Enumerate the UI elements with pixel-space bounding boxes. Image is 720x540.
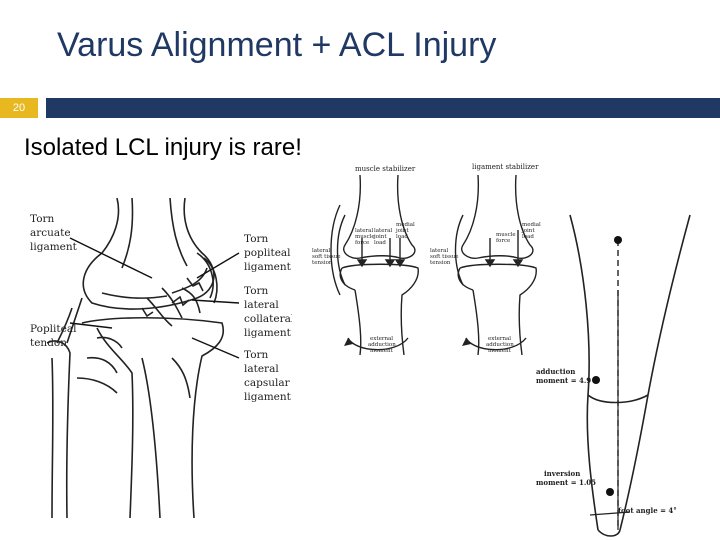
title-ligament-stabilizer: ligament stabilizer	[472, 163, 539, 171]
lbl-r-external-2: adduction	[486, 342, 514, 348]
lbl-r-external-3: moment	[488, 348, 512, 354]
label-torn-capsular-2: lateral	[244, 363, 279, 375]
label-torn-popliteal-2: popliteal	[244, 247, 291, 259]
label-torn-lcl-4: ligament	[244, 327, 292, 339]
label-torn-capsular-4: ligament	[244, 391, 292, 403]
label-torn-arcuate-2: arcuate	[30, 227, 71, 239]
lbl-r-medial-1: medial	[522, 222, 541, 228]
label-torn-popliteal-3: ligament	[244, 261, 292, 273]
lbl-lateral-soft-2: soft tissue	[312, 254, 341, 260]
lbl-r-medial-3: load	[522, 234, 534, 240]
lbl-lateral-joint-2: joint	[373, 234, 387, 240]
knee-injury-illustration: Torn arcuate ligament Torn popliteal lig…	[30, 198, 292, 518]
lbl-external-3: moment	[370, 348, 394, 354]
lbl-lateral-joint-1: lateral	[374, 228, 392, 234]
lbl-adduction-1: adduction	[536, 367, 575, 376]
lbl-medial-joint-3: load	[396, 234, 408, 240]
label-torn-popliteal-1: Torn	[244, 233, 269, 245]
lbl-external-2: adduction	[368, 342, 396, 348]
slide-title: Varus Alignment + ACL Injury	[57, 26, 497, 64]
label-torn-capsular-1: Torn	[244, 349, 269, 361]
title-muscle-stabilizer: muscle stabilizer	[355, 165, 416, 173]
lbl-r-soft-3: tension	[430, 260, 451, 266]
label-popliteal-tendon-2: tendon	[30, 337, 67, 349]
label-torn-arcuate-1: Torn	[30, 213, 55, 225]
lbl-lateral-soft-3: tension	[312, 260, 333, 266]
lbl-inversion-1: inversion	[544, 469, 580, 478]
lbl-lateral-muscle-1: lateral	[355, 228, 373, 234]
header-bar	[46, 98, 720, 118]
label-torn-arcuate-3: ligament	[30, 241, 78, 253]
lbl-medial-joint-2: joint	[395, 228, 409, 234]
lbl-adduction-2: moment = 4.9	[536, 376, 591, 385]
lbl-r-medial-2: joint	[521, 228, 535, 234]
lbl-r-muscle-2: force	[496, 238, 510, 244]
leg-moment-diagram: adduction moment = 4.9 inversion moment …	[536, 214, 691, 537]
lbl-foot-angle: foot angle = 4°	[618, 506, 677, 515]
lbl-lateral-muscle-2: muscle	[355, 234, 375, 240]
label-popliteal-tendon-1: Popliteal	[30, 323, 77, 335]
label-torn-lcl-2: lateral	[244, 299, 279, 311]
label-torn-lcl-1: Torn	[244, 285, 269, 297]
label-torn-lcl-3: collateral	[244, 313, 292, 325]
lbl-r-soft-1: lateral	[430, 248, 448, 254]
stabilizer-diagram: muscle stabilizer ligament stabilizer	[312, 163, 541, 356]
lbl-lateral-muscle-3: force	[355, 240, 369, 246]
lbl-inversion-2: moment = 1.05	[536, 478, 596, 487]
lbl-lateral-joint-3: load	[374, 240, 386, 246]
bullet-text: Isolated LCL injury is rare!	[24, 134, 302, 161]
lbl-lateral-soft-1: lateral	[312, 248, 330, 254]
lbl-r-muscle-1: muscle	[496, 232, 516, 238]
label-torn-capsular-3: capsular	[244, 377, 291, 389]
lbl-external-1: external	[370, 336, 393, 342]
slide-number: 20	[0, 98, 38, 118]
lbl-r-soft-2: soft tissue	[430, 254, 459, 260]
lbl-medial-joint-1: medial	[396, 222, 415, 228]
lbl-r-external-1: external	[488, 336, 511, 342]
